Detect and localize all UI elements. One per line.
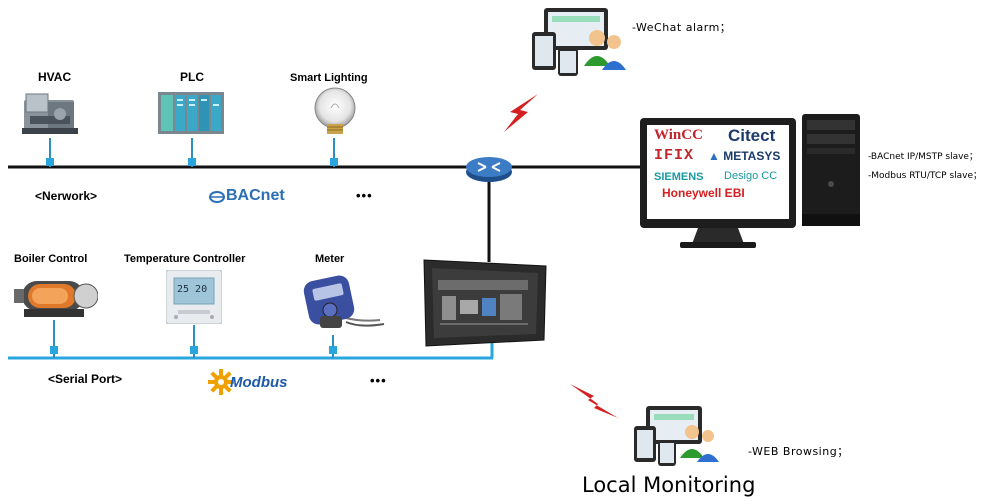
modbus-logo-text: Modbus <box>230 374 288 391</box>
bacnet-logo-text: BACnet <box>226 187 285 204</box>
wechat-alarm-note: -WeChat alarm； <box>632 21 732 34</box>
network-label: <Nerwork> <box>35 189 98 203</box>
honeywell-logo: Honeywell EBI <box>662 186 745 200</box>
desigo-logo: Desigo CC <box>724 170 778 182</box>
network-more-dots: ••• <box>356 188 373 203</box>
hmi-panel-icon <box>420 256 550 348</box>
boiler-label: Boiler Control <box>14 253 88 265</box>
ifix-logo: IFIX <box>654 147 695 164</box>
bulb-icon <box>310 86 360 138</box>
bacnet-logo: BACnet <box>208 186 292 208</box>
thermostat-icon: 25 20 <box>166 270 222 324</box>
web-browsing-note: -WEB Browsing； <box>748 445 849 458</box>
serial-more-dots: ••• <box>370 373 387 388</box>
hvac-icon <box>20 90 82 138</box>
citect-logo: Citect <box>728 126 776 145</box>
local-monitoring-title: Local Monitoring <box>582 473 756 497</box>
wechat-users-icon <box>530 6 630 80</box>
plc-label: PLC <box>180 70 204 84</box>
lightning-icon <box>498 92 544 134</box>
smart-lighting-label: Smart Lighting <box>290 72 368 84</box>
meter-icon <box>300 272 386 336</box>
web-users-icon <box>632 404 722 470</box>
metasys-logo: ▲ METASYS <box>708 149 781 163</box>
pc-tower-icon <box>802 114 860 226</box>
modbus-logo: Modbus <box>208 369 288 395</box>
metasys-logo-text: METASYS <box>723 149 781 163</box>
wincc-logo: WinCC <box>654 127 703 143</box>
temp-controller-label: Temperature Controller <box>124 253 246 265</box>
serial-port-label: <Serial Port> <box>48 372 123 386</box>
router-icon <box>464 152 514 184</box>
monitor-icon: WinCC Citect IFIX ▲ METASYS SIEMENS Desi… <box>640 118 796 250</box>
bacnet-slave-note: -BACnet IP/MSTP slave； <box>868 152 978 162</box>
plc-icon <box>158 90 224 136</box>
meter-label: Meter <box>315 253 345 265</box>
siemens-logo: SIEMENS <box>654 171 704 183</box>
thermostat-display: 25 20 <box>177 284 208 295</box>
boiler-icon <box>14 275 98 323</box>
lightning-icon <box>568 382 620 420</box>
hvac-label: HVAC <box>38 70 72 84</box>
modbus-slave-note: -Modbus RTU/TCP slave； <box>868 171 983 181</box>
